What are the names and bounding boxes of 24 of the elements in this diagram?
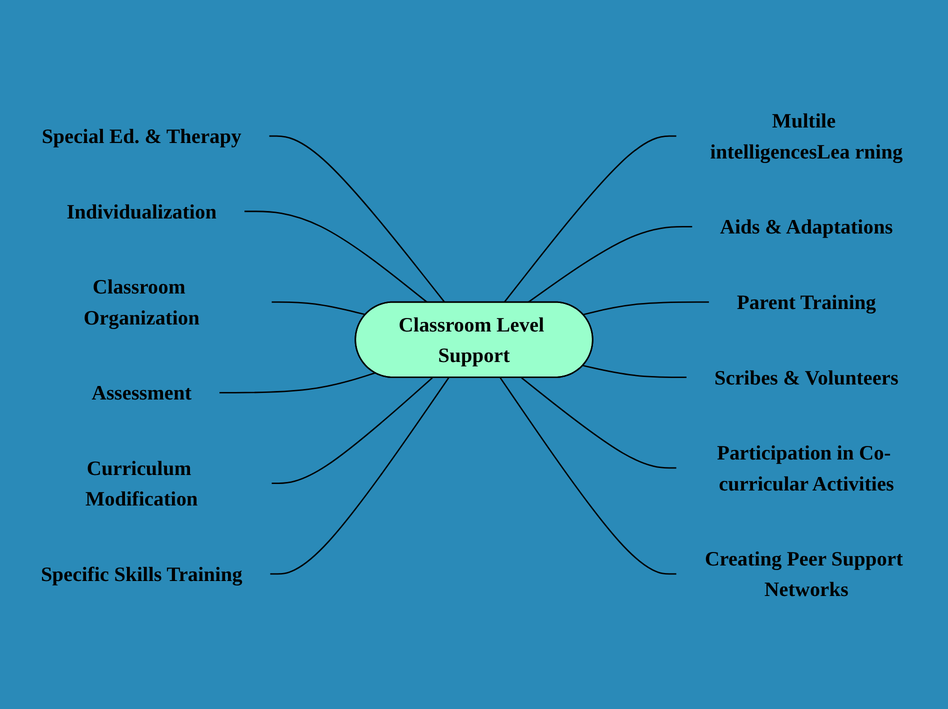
node-text: Assessment — [92, 380, 192, 404]
connector — [528, 226, 692, 303]
node-text: Multile intelligencesLea rning — [710, 108, 903, 163]
node-text: Participation in Co- curricular Activities — [716, 440, 894, 494]
node-text: Creating Peer Support Networks — [704, 546, 903, 600]
node-text: Special Ed. & Therapy — [42, 124, 242, 148]
node-text: Classroom Organization — [84, 274, 200, 328]
connector — [582, 300, 709, 315]
connector — [582, 364, 686, 378]
connector — [521, 376, 676, 468]
connector — [272, 300, 366, 315]
connector — [500, 376, 676, 574]
connector — [272, 376, 433, 484]
node-text: Aids & Adaptations — [720, 214, 893, 238]
connector — [504, 134, 676, 302]
node-text: Scribes & Volunteers — [714, 365, 898, 388]
node-text: Parent Training — [736, 290, 876, 314]
node-text: Individualization — [66, 199, 217, 222]
connector — [244, 210, 428, 303]
node-text: Specific Skills Training — [40, 562, 242, 586]
node-text: Curriculum Modification — [85, 456, 198, 510]
connector — [270, 376, 450, 574]
connector — [219, 372, 376, 393]
connector — [269, 134, 446, 302]
